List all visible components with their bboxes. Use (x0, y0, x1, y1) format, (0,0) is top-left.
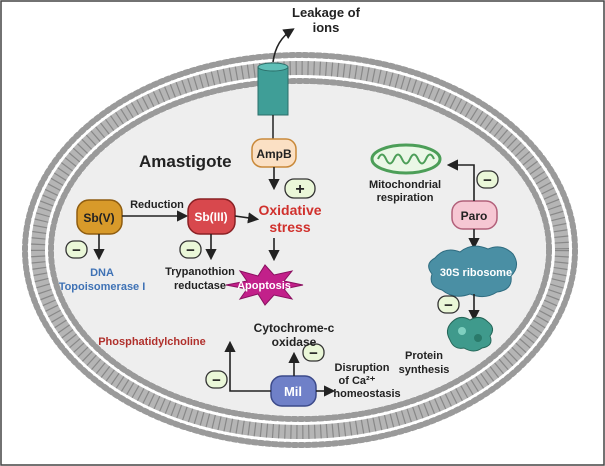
sbiii-to-oxidative-arrow (234, 212, 260, 224)
cytochrome-label-2: oxidase (272, 335, 317, 349)
plus-badge (284, 178, 316, 199)
phospha-minus-badge (205, 370, 228, 389)
mil-label: Mil (284, 384, 302, 399)
dna-label-1: DNA (90, 267, 114, 279)
leakage-arrow (272, 28, 295, 63)
mitochondrial-label-2: respiration (377, 192, 434, 204)
ribosome-label: 30S ribosome (440, 267, 512, 279)
protein-minus-sign: − (444, 297, 453, 314)
trypanothion-label-2: reductase (174, 280, 226, 292)
mil-to-phosphatidylcholine-arrow (224, 340, 271, 392)
sbv-label: Sb(V) (83, 211, 114, 225)
plus-sign: + (295, 181, 304, 198)
cytochrome-minus-sign: − (309, 345, 318, 362)
ribosome-icon (428, 245, 517, 298)
trypanothion-label-1: Trypanothion (165, 266, 235, 278)
protein-minus-badge (437, 295, 460, 314)
paro-label: Paro (461, 209, 488, 223)
protein-icon (446, 316, 494, 352)
leakage-label-1: Leakage of (292, 5, 361, 20)
protein-label-1: Protein (405, 350, 443, 362)
oxidative-stress-label-1: Oxidative (258, 202, 321, 218)
leakage-label-2: ions (313, 20, 340, 35)
dna-label-2: Topoisomerase I (59, 281, 146, 293)
mitochondrion-icon (370, 143, 442, 175)
mito-minus-sign: − (483, 172, 492, 189)
ion-channel (257, 62, 289, 116)
reduction-label: Reduction (130, 199, 184, 211)
disruption-label-3: homeostasis (333, 388, 400, 400)
cytochrome-minus-badge (302, 343, 325, 362)
sbiii-label: Sb(III) (194, 210, 227, 224)
paro-to-mitochondria-arrow (446, 159, 475, 201)
phospha-minus-sign: − (212, 372, 221, 389)
oxidative-stress-label-2: stress (269, 219, 310, 235)
trypanothion-minus-badge (179, 240, 202, 259)
mito-minus-badge (476, 170, 499, 189)
dna-minus-sign: − (72, 242, 81, 259)
trypanothion-minus-sign: − (186, 242, 195, 259)
ampb-label: AmpB (256, 147, 292, 161)
protein-label-2: synthesis (399, 364, 450, 376)
apoptosis-label: Apoptosis (237, 280, 291, 292)
disruption-label-2: of Ca²⁺ (339, 375, 376, 387)
mitochondrial-label-1: Mitochondrial (369, 179, 441, 191)
apoptosis-burst (225, 264, 304, 306)
cytochrome-label-1: Cytochrome-c (254, 321, 335, 335)
dna-minus-badge (65, 240, 88, 259)
disruption-label-1: Disruption (335, 362, 390, 374)
amastigote-label: Amastigote (139, 152, 232, 171)
phosphatidylcholine-label: Phosphatidylcholine (98, 336, 206, 348)
